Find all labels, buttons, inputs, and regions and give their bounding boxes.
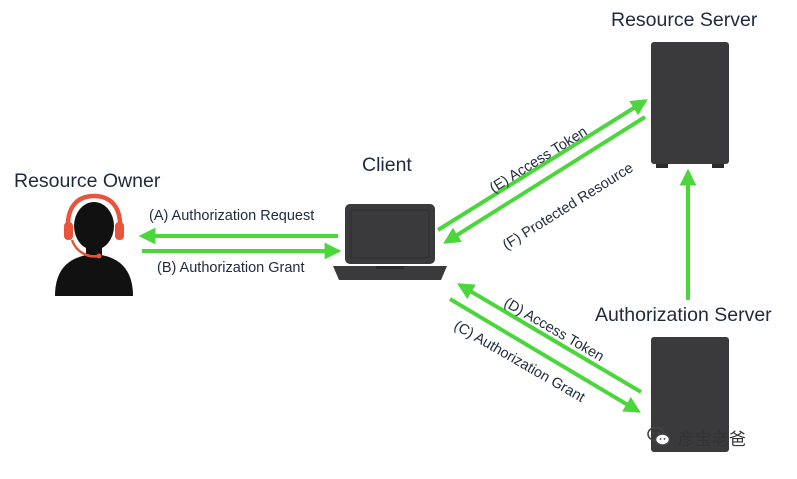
authorization-server-icon xyxy=(651,337,729,452)
resource-owner-icon xyxy=(55,193,133,296)
resource-owner-title: Resource Owner xyxy=(14,170,161,192)
authorization-server-title: Authorization Server xyxy=(595,304,772,326)
watermark-text: 彦宝老爸 xyxy=(678,429,746,450)
arrow-c-authorization-grant xyxy=(448,297,641,413)
resource-server-title: Resource Server xyxy=(611,9,758,31)
laptop-icon xyxy=(333,204,447,280)
label-b: (B) Authorization Grant xyxy=(157,260,305,276)
arrow-d-access-token xyxy=(457,283,643,394)
arrow-f-protected-resource xyxy=(443,115,647,244)
arrow-e-access-token xyxy=(436,99,648,232)
client-title: Client xyxy=(362,154,412,176)
label-a: (A) Authorization Request xyxy=(149,208,315,224)
wechat-icon xyxy=(647,426,671,446)
resource-server-icon xyxy=(651,42,729,168)
watermark: 彦宝老爸 xyxy=(646,424,746,450)
